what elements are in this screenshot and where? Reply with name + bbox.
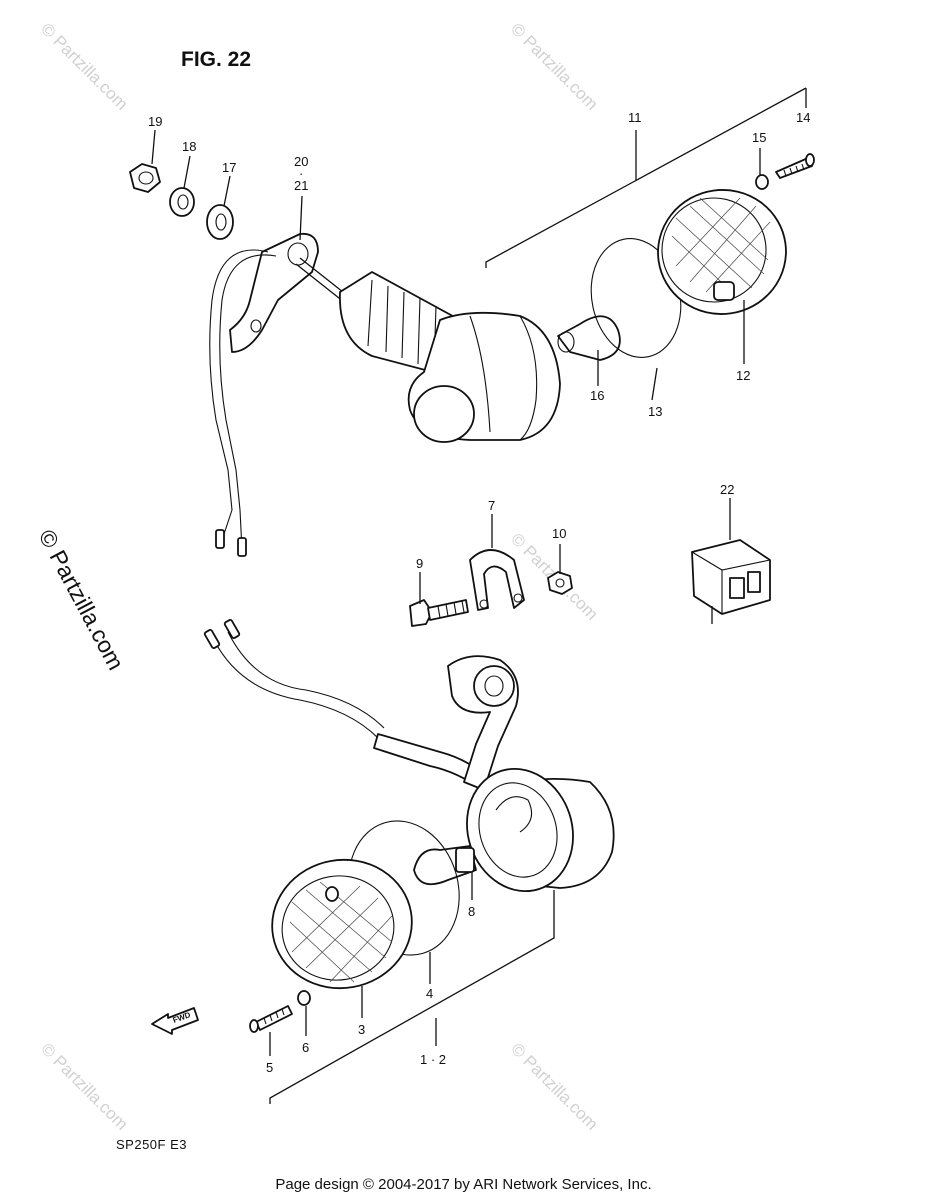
relay-22 bbox=[691, 539, 771, 624]
watermark-bottom-center: © Partzilla.com bbox=[507, 1039, 601, 1133]
callout-10: 10 bbox=[552, 526, 566, 541]
callout-14: 14 bbox=[796, 110, 810, 125]
screw-14 bbox=[775, 153, 815, 179]
washer-17 bbox=[206, 204, 234, 240]
stay-arm bbox=[447, 655, 519, 791]
lens-3 bbox=[271, 858, 413, 990]
lamp-housing-upper bbox=[407, 311, 561, 443]
bulb-8 bbox=[413, 845, 477, 886]
watermark-bottom-left: © Partzilla.com bbox=[37, 1039, 131, 1133]
model-code: SP250F E3 bbox=[116, 1137, 187, 1152]
leader-lines bbox=[151, 129, 761, 1056]
watermark-top-center: © Partzilla.com bbox=[507, 19, 601, 113]
watermark-left-bold: © Partzilla.com bbox=[34, 525, 130, 674]
callout-15: 15 bbox=[752, 130, 766, 145]
figure-title: FIG. 22 bbox=[181, 48, 251, 71]
bolt-9 bbox=[409, 599, 469, 627]
bracket-20-21 bbox=[229, 232, 319, 353]
nut-10 bbox=[547, 571, 573, 595]
callout-5: 5 bbox=[266, 1060, 273, 1075]
callout-9: 9 bbox=[416, 556, 423, 571]
callout-7: 7 bbox=[488, 498, 495, 513]
callout-16: 16 bbox=[590, 388, 604, 403]
callout-12: 12 bbox=[736, 368, 750, 383]
callout-22: 22 bbox=[720, 482, 734, 497]
lens-12 bbox=[657, 189, 787, 315]
watermark-top-left: © Partzilla.com bbox=[37, 19, 131, 113]
fwd-arrow: FWD bbox=[151, 1007, 199, 1035]
washer-15 bbox=[755, 174, 769, 190]
callout-6: 6 bbox=[302, 1040, 309, 1055]
callout-20: 20 bbox=[294, 154, 308, 169]
nut-19 bbox=[129, 163, 161, 193]
washer-6 bbox=[297, 990, 311, 1006]
callout-11: 11 bbox=[628, 110, 642, 125]
page-footer: Page design © 2004-2017 by ARI Network S… bbox=[275, 1176, 652, 1193]
clamp-7 bbox=[469, 549, 525, 611]
lower-assembly: FWD bbox=[151, 619, 615, 1104]
callout-1-2: 1 · 2 bbox=[420, 1052, 446, 1067]
callout-20-dot: · bbox=[299, 166, 303, 181]
callout-17: 17 bbox=[222, 160, 236, 175]
callout-4: 4 bbox=[426, 986, 433, 1001]
lock-washer-18 bbox=[169, 187, 195, 217]
callout-21: 21 bbox=[294, 178, 308, 193]
callout-13: 13 bbox=[648, 404, 662, 419]
callout-19: 19 bbox=[148, 114, 162, 129]
upper-assembly bbox=[129, 87, 815, 557]
bulb-16 bbox=[557, 315, 621, 361]
callout-3: 3 bbox=[358, 1022, 365, 1037]
callout-18: 18 bbox=[182, 139, 196, 154]
callouts: 19 18 17 20 · 21 11 14 15 12 16 13 22 7 … bbox=[148, 110, 810, 1075]
callout-8: 8 bbox=[468, 904, 475, 919]
lamp-housing-lower bbox=[466, 767, 615, 893]
screw-5 bbox=[249, 1005, 293, 1033]
